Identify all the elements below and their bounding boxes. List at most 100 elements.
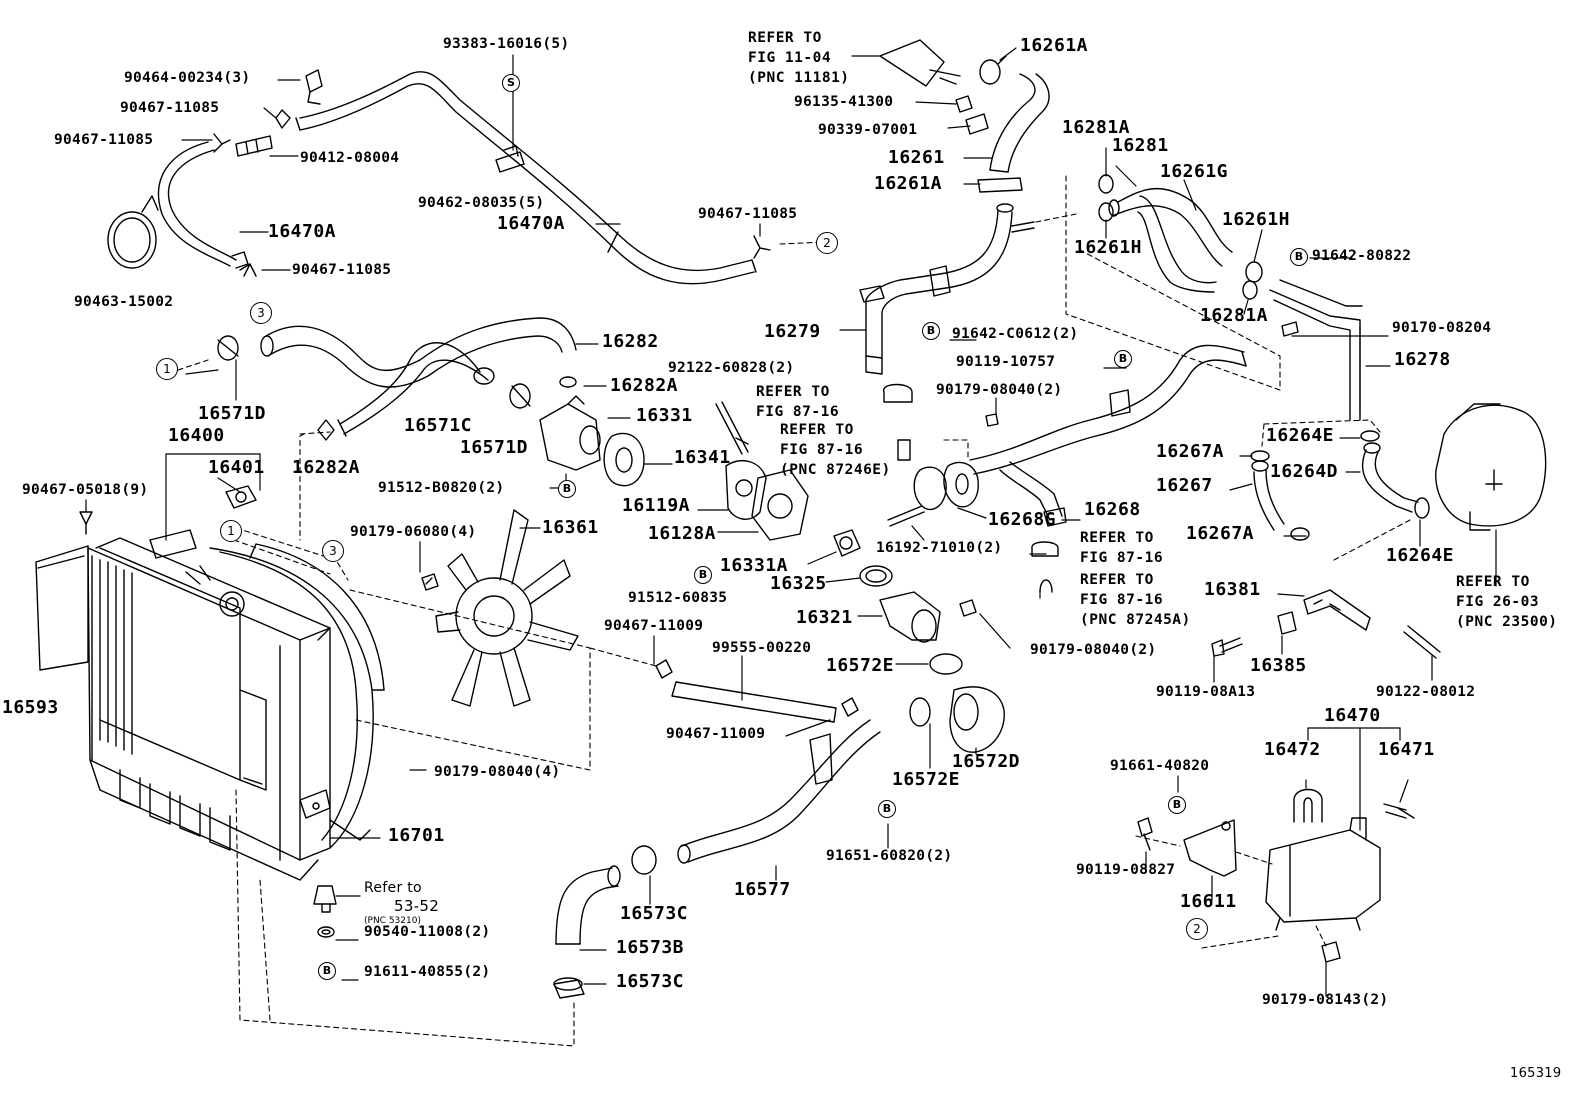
symbol-b-90119-10757: B: [1114, 350, 1132, 368]
label-16470: 16470: [1324, 705, 1381, 726]
symbol-b-91512-60835: B: [694, 566, 712, 584]
label-90122-08012: 90122-08012: [1376, 684, 1476, 700]
label-90119-08A13: 90119-08A13: [1156, 684, 1256, 700]
symbol-b-91661: B: [1168, 796, 1186, 814]
label-16571C: 16571C: [404, 415, 473, 436]
label-16261H-right: 16261H: [1222, 209, 1291, 230]
label-91512-60835: 91512-60835: [628, 590, 728, 606]
label-91642-C0612: 91642-C0612(2): [952, 326, 1079, 342]
clips-90467-11009: [655, 659, 859, 717]
bolt-90179-06080: [421, 573, 439, 591]
hose-16264D: [1361, 442, 1419, 513]
label-16321: 16321: [796, 607, 853, 628]
label-90179-08040-4: 90179-08040(4): [434, 764, 561, 780]
radiator-shroud-16593: [35, 545, 89, 671]
label-16573C-top: 16573C: [620, 903, 689, 924]
water-outlet-16331: [539, 395, 601, 471]
label-90179-08040-2a: 90179-08040(2): [936, 382, 1063, 398]
heater-unit-ref-26-03: [1435, 403, 1547, 531]
clips-16264E: [1360, 430, 1430, 519]
clamp-90463-15002: [107, 195, 159, 269]
label-16400: 16400: [168, 425, 225, 446]
water-inlet-16321: [879, 591, 941, 643]
flange-16268G: [913, 461, 979, 511]
ref-87-16-parts: [883, 383, 1059, 593]
bolt-90122-08012: [1403, 625, 1441, 659]
label-96135-41300: 96135-41300: [794, 94, 894, 110]
label-16341: 16341: [674, 447, 731, 468]
label-16385: 16385: [1250, 655, 1307, 676]
label-16264E-bottom: 16264E: [1386, 545, 1455, 566]
label-16701: 16701: [388, 825, 445, 846]
label-16261H-left: 16261H: [1074, 237, 1143, 258]
housing-16128A: [751, 469, 809, 541]
clip-96135-41300: [955, 95, 973, 113]
small-clips-top: [213, 69, 771, 277]
label-91651-60820: 91651-60820(2): [826, 848, 953, 864]
pipe-16279: [859, 203, 1035, 375]
bracket-90462-08035: [495, 145, 525, 173]
pipe-16278: [1269, 279, 1363, 421]
ref-fig-87-16-c: REFER TO FIG 87-16: [1080, 530, 1164, 566]
bolt-90179-08143: [1321, 941, 1341, 963]
label-16472: 16472: [1264, 739, 1321, 760]
label-93383-16016: 93383-16016(5): [443, 36, 570, 52]
callout-3-top: 3: [250, 302, 272, 324]
part-fig11-04: [879, 39, 961, 87]
label-91642-80822: 91642-80822: [1312, 248, 1412, 264]
label-16571D-right: 16571D: [460, 437, 529, 458]
radiator-cap-16401: [225, 485, 257, 509]
hose-16573B: [555, 865, 621, 945]
reservoir-tank-16470: [1265, 817, 1381, 931]
stud-92122-60828: [715, 401, 749, 455]
label-16267A-bottom: 16267A: [1186, 523, 1255, 544]
label-16572E-bottom: 16572E: [892, 769, 961, 790]
hose-16571C: [337, 342, 495, 437]
label-16325: 16325: [770, 573, 827, 594]
symbol-b-91611: B: [318, 962, 336, 980]
label-16573C-bottom: 16573C: [616, 971, 685, 992]
label-16593: 16593: [2, 697, 59, 718]
label-90467-11085-b: 90467-11085: [54, 132, 154, 148]
label-16381: 16381: [1204, 579, 1261, 600]
hose-16470A-left: [157, 141, 249, 269]
label-91661-40820: 91661-40820: [1110, 758, 1210, 774]
label-16470A-left: 16470A: [268, 221, 337, 242]
radiator-core-16400: [87, 529, 331, 881]
label-16470A-right: 16470A: [497, 213, 566, 234]
label-91611-40855: 91611-40855(2): [364, 964, 491, 980]
pipe-16268: [969, 344, 1247, 527]
hose-16261: [989, 73, 1050, 173]
label-16282A-left: 16282A: [292, 457, 361, 478]
label-90170-08204: 90170-08204: [1392, 320, 1492, 336]
label-16471: 16471: [1378, 739, 1435, 760]
callout-1-left: 1: [156, 358, 178, 380]
label-16264D: 16264D: [1270, 461, 1339, 482]
label-16264E-top: 16264E: [1266, 425, 1335, 446]
label-90467-11085-a: 90467-11085: [120, 100, 220, 116]
symbol-b-91512-b0820: B: [558, 480, 576, 498]
symbol-b-91642-c0612: B: [922, 322, 940, 340]
callout-1-radiator: 1: [220, 520, 242, 542]
label-92122-60828: 92122-60828(2): [668, 360, 795, 376]
symbol-s-93383: S: [502, 74, 520, 92]
clamps-16261A: [977, 55, 1023, 193]
bolt-90119-08827: [1137, 817, 1153, 851]
callout-2-top: 2: [816, 232, 838, 254]
fan-shroud-16701: [209, 543, 385, 849]
label-16279: 16279: [764, 321, 821, 342]
label-16572E-top: 16572E: [826, 655, 895, 676]
label-90339-07001: 90339-07001: [818, 122, 918, 138]
label-16267: 16267: [1156, 475, 1213, 496]
label-90179-08143: 90179-08143(2): [1262, 992, 1389, 1008]
clamp-16572E: [909, 653, 963, 727]
hose-16282: [260, 317, 577, 388]
label-16571D-left: 16571D: [198, 403, 267, 424]
hose-16261G: [1108, 187, 1233, 293]
hose-16572D: [949, 686, 1005, 753]
ref-fig-26-03: REFER TO FIG 26-03 (PNC 23500): [1456, 574, 1558, 630]
label-16281A-bottom: 16281A: [1200, 305, 1269, 326]
bolt-90179-08040: [959, 413, 999, 617]
